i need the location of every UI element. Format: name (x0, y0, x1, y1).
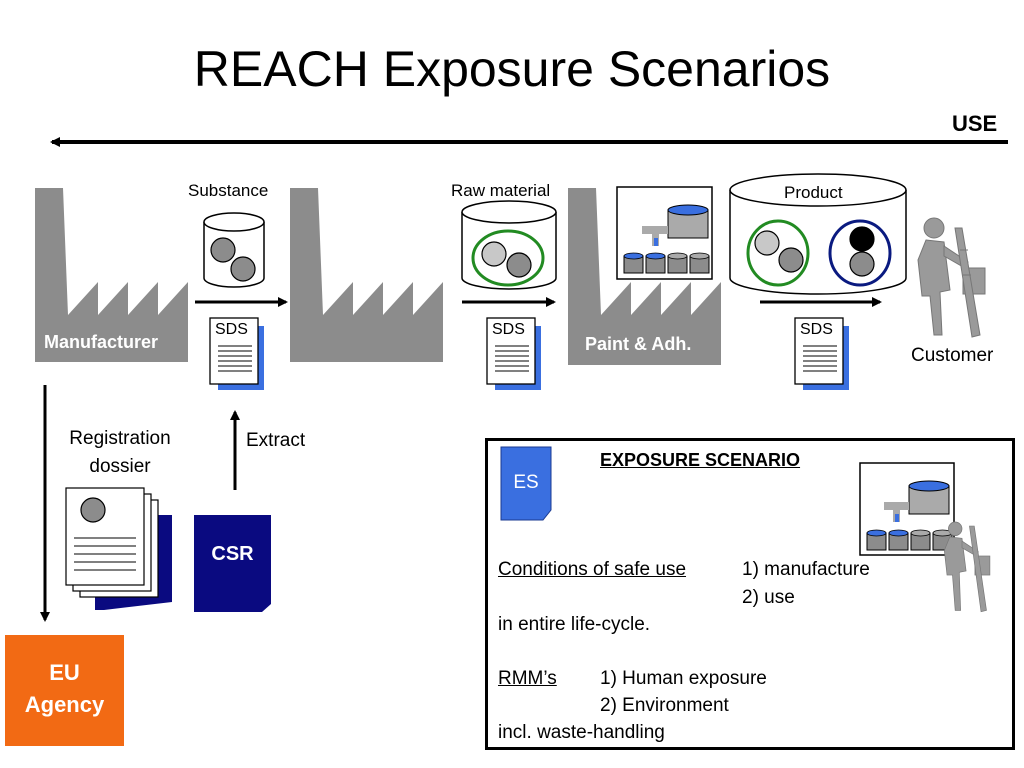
rmm-tail: incl. waste-handling (498, 722, 665, 743)
es-badge-label: ES (513, 472, 539, 493)
customer-figure-icon (917, 217, 986, 338)
product-label: Product (784, 183, 843, 202)
exposure-scenario-box (485, 438, 1015, 750)
conditions-tail: in entire life-cycle. (498, 614, 651, 635)
manufacturer-label: Manufacturer (44, 332, 159, 352)
factory-paint (568, 188, 721, 365)
conditions-label: Conditions of safe use (498, 559, 687, 580)
rmm-label: RMM’s (498, 668, 557, 689)
extract-label: Extract (246, 430, 306, 451)
sds-label: SDS (800, 321, 833, 338)
csr-label: CSR (211, 543, 254, 565)
es-badge-icon (500, 446, 552, 521)
conditions-item-2: 2) use (742, 587, 795, 608)
paint-adh-label: Paint & Adh. (585, 334, 692, 354)
mixing-tank-icon (616, 186, 713, 280)
factory-manufacturer (35, 188, 188, 362)
conditions-item-1: 1) manufacture (742, 559, 870, 580)
substance-label: Substance (188, 181, 269, 200)
rmm-item-2: 2) Environment (600, 695, 729, 716)
raw-material-label: Raw material (451, 181, 551, 200)
sds-label: SDS (492, 321, 525, 338)
rmm-item-1: 1) Human exposure (600, 668, 767, 689)
csr-document-icon (194, 515, 271, 612)
es-heading: EXPOSURE SCENARIO (600, 450, 801, 470)
es-mixing-tank-icon (859, 462, 955, 556)
factory-middle (290, 188, 443, 362)
registration-dossier-icon (65, 487, 172, 610)
use-label: USE (952, 111, 998, 136)
sds-label: SDS (215, 321, 248, 338)
es-customer-figure-icon (943, 521, 991, 613)
product-jar-icon (729, 173, 907, 295)
registration-label-line1: Registration (69, 428, 171, 449)
eu-agency-line2: Agency (24, 692, 105, 717)
registration-label-line2: dossier (89, 456, 151, 477)
raw-material-jar-icon (461, 200, 557, 290)
eu-agency-line1: EU (49, 660, 80, 685)
page-title: REACH Exposure Scenarios (193, 41, 831, 97)
customer-label: Customer (911, 345, 994, 366)
eu-agency-box (5, 635, 124, 746)
substance-jar-icon (203, 212, 265, 288)
